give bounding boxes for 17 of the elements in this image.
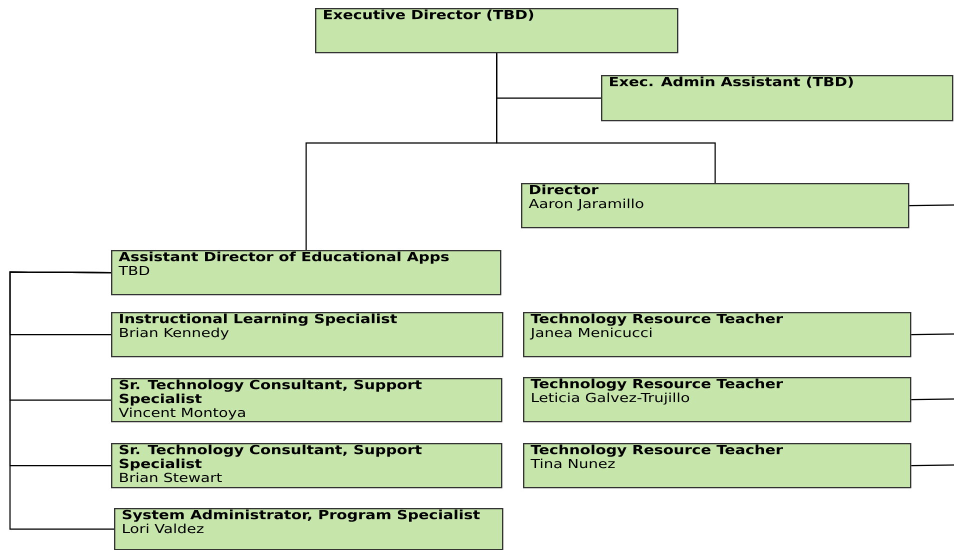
org-box: Executive Director (TBD)	[315, 8, 678, 54]
org-box: Exec. Admin Assistant (TBD)	[601, 75, 954, 122]
connector-line	[306, 53, 498, 250]
org-box: Sr. Technology Consultant, Support Specialist Brian Stewart	[111, 443, 502, 488]
org-box: Technology Resource Teacher Janea Menicucci	[523, 312, 912, 358]
org-box: Technology Resource Teacher Tina Nunez	[523, 443, 912, 488]
connector-line	[9, 271, 114, 530]
connector-line	[911, 333, 954, 336]
org-box: System Administrator, Program Specialist Lori Valdez	[114, 508, 504, 550]
connector-line	[909, 204, 954, 206]
org-box: Assistant Director of Educational Apps TBD	[111, 250, 502, 296]
connector-line	[911, 464, 954, 466]
org-box: Technology Resource Teacher Leticia Galvez-Trujillo	[523, 377, 912, 422]
connector-line	[911, 398, 954, 400]
org-box: Sr. Technology Consultant, Support Specialist Vincent Montoya	[111, 378, 502, 422]
org-box: Director Aaron Jaramillo	[521, 183, 910, 228]
org-box: Instructional Learning Specialist Brian Kennedy	[111, 312, 504, 358]
